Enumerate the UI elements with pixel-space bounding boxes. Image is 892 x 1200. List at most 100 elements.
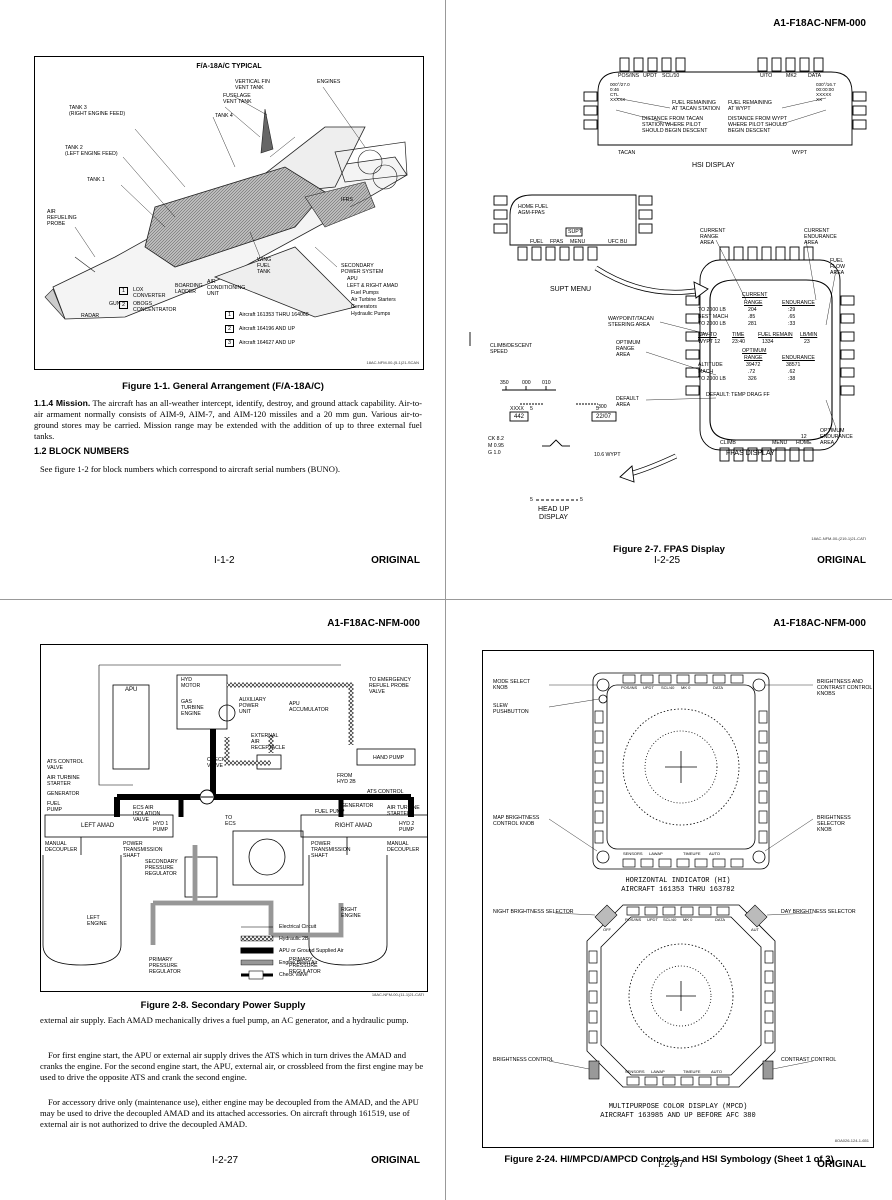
mpcd-subtitle: AIRCRAFT 163985 AND UP BEFORE AFC 380	[600, 1112, 756, 1120]
label-obogs: OBOGS CONCENTRATOR	[133, 301, 177, 313]
legend-bleed-air: Engine Bleed Air	[279, 960, 318, 966]
label-sps: SECONDARY POWER SYSTEM	[341, 263, 384, 275]
mpcd-contrast-control-label: CONTRAST CONTROL	[781, 1057, 837, 1063]
page-4: A1-F18AC-NFM-000	[446, 600, 892, 1200]
fpas-opt-end-2: .62	[788, 369, 796, 375]
page-2-header: A1-F18AC-NFM-000	[773, 18, 866, 29]
hi-top-btn-2: UPDT	[643, 685, 654, 690]
hud-title: HEAD UP DISPLAY	[538, 506, 570, 521]
page-4-header: A1-F18AC-NFM-000	[773, 618, 866, 629]
hi-top-btn-1: POS/INS	[621, 685, 638, 690]
figure-2-7-doc-id: 18AC-NFM-00-(219-1)21-CATI	[811, 536, 866, 541]
supt-btn-ufc: UFC BU	[608, 239, 628, 245]
label-primary-right: PRIMARY PRESSURE REGULATOR	[289, 957, 321, 975]
hud-wypt-range: 10.6 WYPT	[594, 452, 621, 458]
legend-hydraulic: Hydraulic 2B	[279, 936, 309, 942]
supt-btn-fuel: FUEL	[530, 239, 544, 245]
hi-bottom-btn-4: AUTO	[709, 851, 721, 856]
figure-1-1-caption: Figure 1-1. General Arrangement (F/A-18A…	[122, 381, 324, 392]
hud-pitch-bottom-right: 5	[580, 497, 583, 503]
mpcd-title: MULTIPURPOSE COLOR DISPLAY (MPCD)	[608, 1103, 748, 1111]
figure-2-7-caption: Figure 2-7. FPAS Display	[613, 544, 725, 555]
hi-bottom-btn-2: LAWAP	[649, 851, 663, 856]
mpcd-day-label: DAY BRIGHTNESS SELECTOR	[781, 909, 856, 915]
section-1-1-4-text: The aircraft has an all-weather intercep…	[34, 398, 422, 441]
fpas-to2000-2: TO 2000 LB	[698, 321, 726, 327]
hsi-fuel-wypt: FUEL REMAINING AT WYPT	[728, 100, 772, 112]
label-pts-right: POWER TRANSMISSION SHAFT	[311, 841, 351, 859]
label-radar: RADAR	[81, 313, 100, 319]
label-lox: LOX CONVERTER	[133, 287, 166, 299]
hi-top-btn-3: SCL/40	[661, 685, 675, 690]
label-primary-left: PRIMARY PRESSURE REGULATOR	[149, 957, 181, 975]
label-apu-accumulator: APU ACCUMULATOR	[289, 701, 329, 713]
fpas-nav-row-1: WYPT 12	[698, 339, 721, 345]
page-1-number: I-1-2	[214, 555, 235, 566]
note-1-marker: 1	[225, 311, 235, 319]
fpas-cur-range-2: .85	[748, 314, 756, 320]
label-sps-item-5: Generators	[351, 304, 377, 310]
fpas-btn-menu: MENU	[772, 440, 788, 446]
label-hand-pump: HAND PUMP	[373, 755, 405, 761]
label-ats-control-left: ATS CONTROL VALVE	[47, 759, 84, 771]
page-3-number: I-2-27	[212, 1155, 239, 1166]
label-apu: APU	[125, 687, 138, 693]
figure-2-8-caption: Figure 2-8. Secondary Power Supply	[140, 1000, 306, 1011]
label-ifrs: IFRS	[341, 197, 353, 203]
label-air-turbine-left: AIR TURBINE STARTER	[47, 775, 80, 787]
fpas-display-title: FPAS DISPLAY	[726, 450, 775, 457]
label-hyd2: HYD 2 PUMP	[399, 821, 415, 833]
page-3: A1-F18AC-NFM-000	[0, 600, 446, 1200]
fpas-fuel-flow-area: FUEL FLOW AREA	[830, 258, 845, 276]
note-3-text: Aircraft 164627 AND UP	[239, 340, 295, 346]
fpas-current-hdr: CURRENT	[742, 292, 768, 298]
fpas-optimum-range-area: OPTIMUM RANGE AREA	[616, 340, 641, 358]
hi-brightness-contrast-label: BRIGHTNESS AND CONTRAST CONTROL KNOBS	[817, 679, 873, 697]
fpas-opt-end-hdr: ENDURANCE	[782, 355, 815, 361]
page-divider-horizontal	[0, 599, 892, 600]
label-tank4: TANK 4	[215, 113, 233, 119]
supt-btn-menu: MENU	[570, 239, 586, 245]
label-air-turbine-right: AIR TURBINE STARTER	[387, 805, 420, 817]
page-4-number: I-2-97	[658, 1159, 685, 1170]
page-3-para-2: For first engine start, the APU or exter…	[40, 1050, 424, 1082]
page-2-number: I-2-25	[654, 555, 681, 566]
page-3-para-1: external air supply. Each AMAD mechanica…	[40, 1015, 409, 1025]
hud-heading-000: 000	[522, 380, 531, 386]
hi-brightness-selector-label: BRIGHTNESS SELECTOR KNOB	[817, 815, 851, 833]
fpas-cur-range-1: 204	[748, 307, 757, 313]
label-check-valve: CHECK VALVE	[207, 757, 226, 769]
hud-heading-010: 010	[542, 380, 551, 386]
hsi-top-left-btn-3: SCL/10	[662, 73, 680, 79]
fpas-opt-end-3: :38	[788, 376, 796, 382]
label-to-emergency: TO EMERGENCY REFUEL PROBE VALVE	[369, 677, 411, 695]
page-1-status: ORIGINAL	[371, 555, 420, 566]
hud-pitch-bottom-left: 5	[530, 497, 533, 503]
fpas-mach: MACH	[698, 369, 714, 375]
hi-bottom-btn-3: TIMEUFE	[683, 851, 701, 856]
page-2: A1-F18AC-NFM-000	[446, 0, 892, 600]
note-2-marker: 2	[225, 325, 235, 333]
hi-title: HORIZONTAL INDICATOR (HI)	[625, 877, 731, 885]
hsi-display-title: HSI DISPLAY	[692, 162, 735, 169]
hud-xxxx: XXXX	[510, 406, 524, 412]
label-right-amad: RIGHT AMAD	[335, 823, 373, 829]
fpas-altitude: ALTITUDE	[698, 362, 723, 368]
mpcd-night-label: NIGHT BRIGHTNESS SELECTOR	[493, 909, 574, 915]
fpas-to2000-3: TO 2000 LB	[698, 376, 726, 382]
fpas-current-endurance-area: CURRENT ENDURANCE AREA	[804, 228, 837, 246]
figure-2-24-caption: Figure 2-24. HI/MPCD/AMPCD Controls and …	[504, 1154, 834, 1165]
hsi-left-readout: 000°/27.0 0:46 CTL XXXXX	[610, 82, 630, 102]
label-generator-left: GENERATOR	[47, 791, 80, 797]
fpas-time-hdr: TIME	[732, 332, 745, 338]
fpas-nav-to-hdr: NAV TO	[698, 332, 717, 338]
mpcd-bottom-btn-1: SENSORS	[625, 1069, 645, 1074]
mpcd-aut-label: AUT	[751, 927, 759, 932]
label-to-ecs: TO ECS	[225, 815, 236, 827]
label-external-air: EXTERNAL AIR RECEPTACLE	[251, 733, 286, 751]
section-1-1-4-heading: 1.1.4 Mission.	[34, 398, 91, 408]
fpas-figure-drawing	[469, 57, 867, 501]
hud-right-box: 22/07	[596, 414, 612, 420]
label-sps-item-6: Hydraulic Pumps	[351, 311, 391, 317]
mpcd-bottom-btn-3: TIMEUFE	[683, 1069, 701, 1074]
